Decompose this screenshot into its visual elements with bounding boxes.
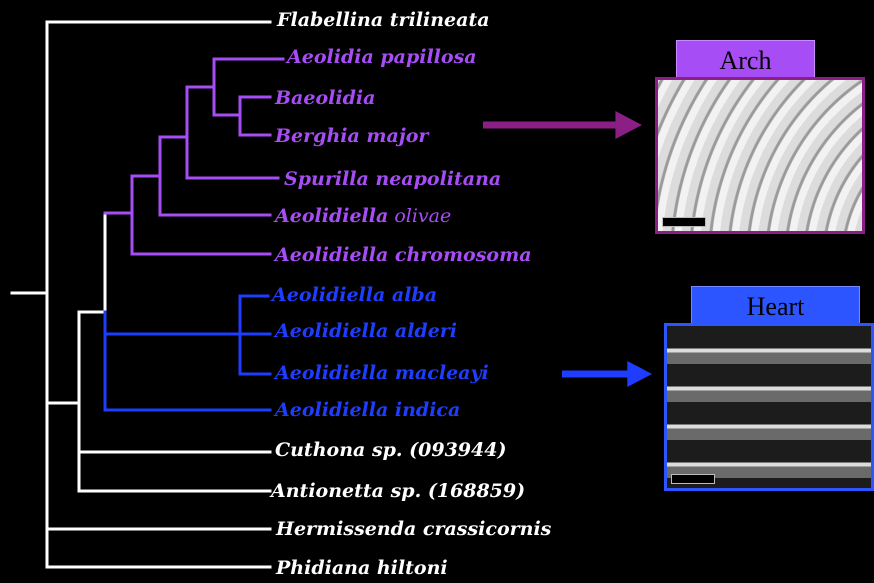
heart-label: Heart	[747, 292, 805, 321]
taxon-flabellina: Flabellina trilineata	[277, 9, 490, 31]
heart-scale-bar	[671, 474, 715, 484]
arch-sem-image	[655, 77, 865, 234]
taxon-spurilla: Spurilla neapolitana	[284, 168, 501, 190]
taxon-aeolidia: Aeolidia papillosa	[287, 46, 477, 68]
arch-arrow	[483, 111, 642, 139]
taxon-alba: Aeolidiella alba	[272, 284, 437, 306]
heart-arrow	[562, 361, 652, 387]
arch-label: Arch	[720, 46, 772, 75]
heart-label-box: Heart	[691, 286, 860, 326]
taxon-phidiana: Phidiana hiltoni	[276, 557, 448, 579]
taxon-chromosoma: Aeolidiella chromosoma	[275, 244, 532, 266]
taxon-baeolidia: Baeolidia	[275, 87, 375, 109]
taxon-macleayi: Aeolidiella macleayi	[275, 362, 489, 384]
arch-scale-bar	[662, 217, 706, 227]
taxon-indica: Aeolidiella indica	[275, 399, 460, 421]
taxon-antionetta: Antionetta sp. (168859)	[271, 480, 525, 502]
taxon-hermissenda: Hermissenda crassicornis	[276, 518, 551, 540]
taxon-berghia: Berghia major	[275, 125, 428, 147]
taxon-alderi: Aeolidiella alderi	[275, 320, 457, 342]
heart-sem-image	[664, 323, 874, 491]
taxon-olivae: Aeolidiella olivae	[275, 205, 451, 227]
arch-label-box: Arch	[676, 40, 815, 80]
taxon-cuthona: Cuthona sp. (093944)	[275, 439, 506, 461]
